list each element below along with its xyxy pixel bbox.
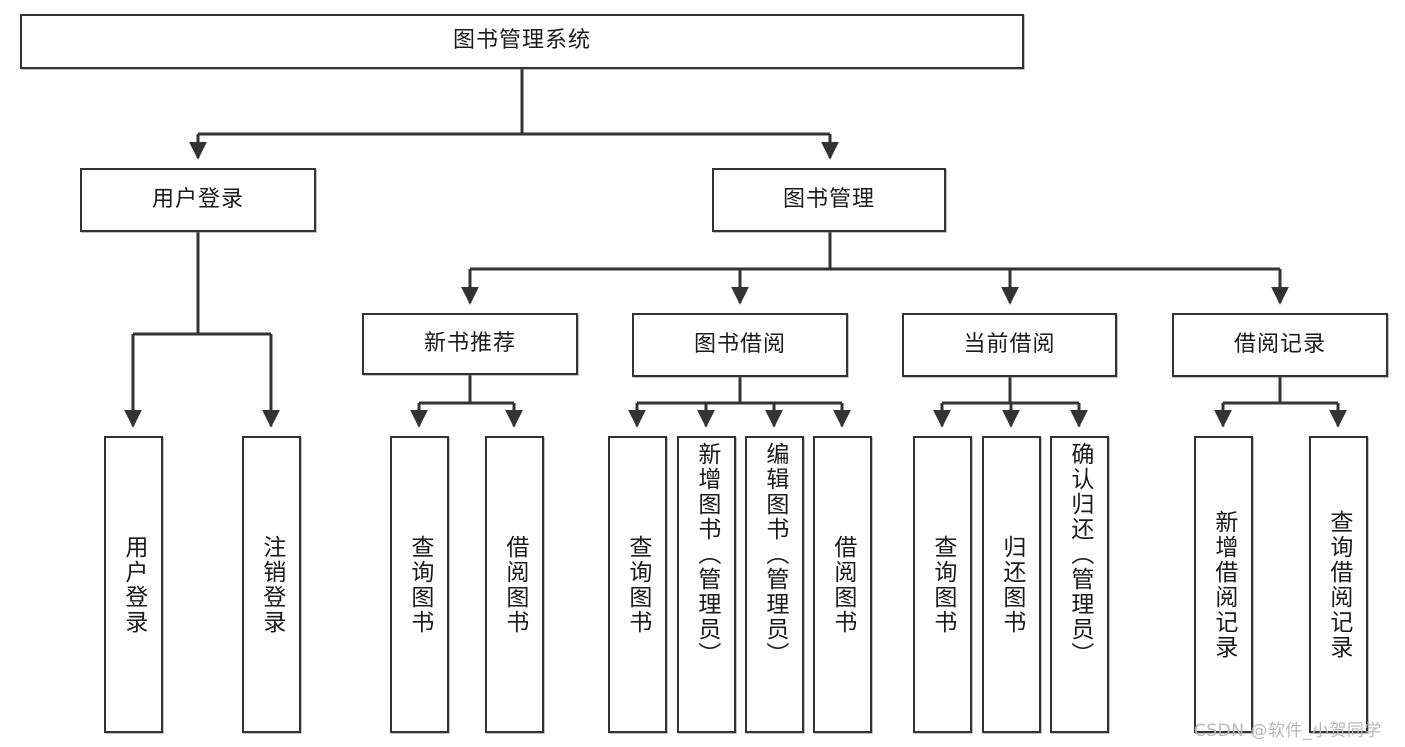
leaf-borrow-book-1-label: 借阅图书 <box>501 534 528 635</box>
leaf-edit-book-label: 编辑图书（管理员） <box>761 442 788 667</box>
node-book-manage-label: 图书管理 <box>782 186 875 212</box>
leaf-borrow-book-2[interactable]: 借阅图书 <box>813 436 872 733</box>
leaf-query-book-2[interactable]: 查询图书 <box>608 436 667 733</box>
leaf-return-book-label: 归还图书 <box>998 534 1025 635</box>
leaf-query-record[interactable]: 查询借阅记录 <box>1309 436 1368 733</box>
leaf-confirm-return[interactable]: 确认归还（管理员） <box>1050 436 1109 733</box>
leaf-query-book-1[interactable]: 查询图书 <box>390 436 449 733</box>
leaf-add-book-label: 新增图书（管理员） <box>693 442 720 667</box>
leaf-query-record-label: 查询借阅记录 <box>1325 509 1352 660</box>
node-new-book-recommend-label: 新书推荐 <box>423 330 516 356</box>
leaf-confirm-return-label: 确认归还（管理员） <box>1066 442 1093 667</box>
csdn-watermark: CSDN @软件_小贺同学 <box>1194 721 1382 741</box>
leaf-user-login-label: 用户登录 <box>120 534 147 635</box>
leaf-query-book-3[interactable]: 查询图书 <box>913 436 972 733</box>
node-borrow-record-label: 借阅记录 <box>1233 331 1326 357</box>
node-book-borrow[interactable]: 图书借阅 <box>632 313 848 377</box>
leaf-logout-label: 注销登录 <box>258 534 285 635</box>
node-borrow-record[interactable]: 借阅记录 <box>1172 313 1388 377</box>
node-current-borrow-label: 当前借阅 <box>963 331 1056 357</box>
leaf-query-book-3-label: 查询图书 <box>929 534 956 635</box>
leaf-logout[interactable]: 注销登录 <box>242 436 301 733</box>
leaf-edit-book[interactable]: 编辑图书（管理员） <box>745 436 804 733</box>
node-book-manage[interactable]: 图书管理 <box>712 168 946 232</box>
leaf-return-book[interactable]: 归还图书 <box>982 436 1041 733</box>
leaf-borrow-book-2-label: 借阅图书 <box>829 534 856 635</box>
leaf-borrow-book-1[interactable]: 借阅图书 <box>485 436 544 733</box>
leaf-add-record-label: 新增借阅记录 <box>1210 509 1237 660</box>
leaf-query-book-2-label: 查询图书 <box>624 534 651 635</box>
leaf-add-record[interactable]: 新增借阅记录 <box>1194 436 1253 733</box>
node-root[interactable]: 图书管理系统 <box>20 14 1024 69</box>
node-user-login-label: 用户登录 <box>151 186 244 212</box>
node-user-login[interactable]: 用户登录 <box>80 168 316 232</box>
leaf-add-book[interactable]: 新增图书（管理员） <box>677 436 736 733</box>
leaf-query-book-1-label: 查询图书 <box>406 534 433 635</box>
leaf-user-login[interactable]: 用户登录 <box>104 436 163 733</box>
node-current-borrow[interactable]: 当前借阅 <box>902 313 1117 377</box>
node-book-borrow-label: 图书借阅 <box>693 331 786 357</box>
node-root-label: 图书管理系统 <box>452 28 591 54</box>
node-new-book-recommend[interactable]: 新书推荐 <box>362 313 578 375</box>
